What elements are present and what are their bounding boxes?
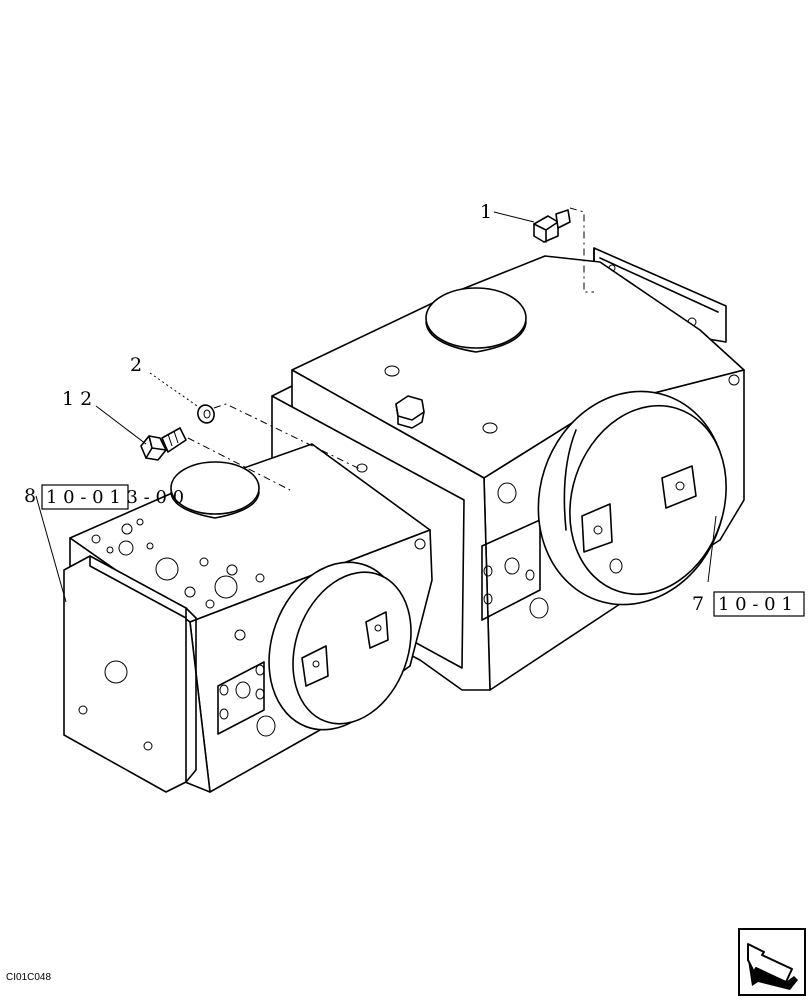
ref-box-7 bbox=[713, 591, 805, 617]
bolt-part-12 bbox=[140, 427, 187, 461]
ref-box-8 bbox=[41, 484, 129, 510]
ref-label-8[interactable]: 1 0 - 0 1 3 - 0 0 bbox=[46, 487, 184, 508]
small-housing-part-8 bbox=[63, 443, 433, 793]
callout-2: 2 bbox=[130, 354, 142, 376]
washer-part-2 bbox=[197, 404, 215, 424]
callout-8: 8 bbox=[24, 485, 36, 507]
arrow-box-icon[interactable] bbox=[738, 928, 806, 996]
figure-code: CI01C048 bbox=[6, 972, 51, 983]
bolt-part-1 bbox=[533, 209, 571, 243]
callout-7: 7 bbox=[692, 593, 704, 615]
leader-lines bbox=[35, 207, 717, 603]
callout-12: 1 2 bbox=[62, 388, 92, 410]
callout-1: 1 bbox=[480, 201, 492, 223]
ref-label-7[interactable]: 1 0 - 0 1 bbox=[718, 594, 793, 615]
